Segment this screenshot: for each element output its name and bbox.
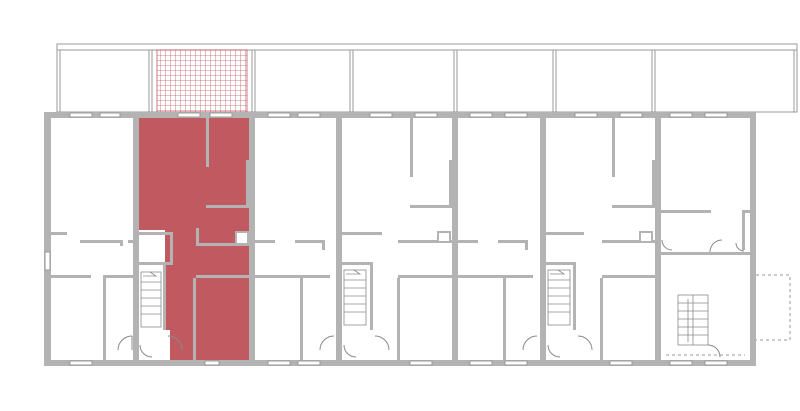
side-window xyxy=(44,251,51,271)
highlighted-balcony[interactable] xyxy=(156,49,248,113)
top-windows xyxy=(69,112,728,118)
door-swings xyxy=(117,239,745,358)
exterior-walls xyxy=(44,112,756,366)
annex-outline xyxy=(756,274,791,341)
stairwells xyxy=(135,262,709,346)
bottom-windows xyxy=(69,360,728,366)
party-walls xyxy=(133,112,661,366)
interior-partitions xyxy=(51,117,751,360)
